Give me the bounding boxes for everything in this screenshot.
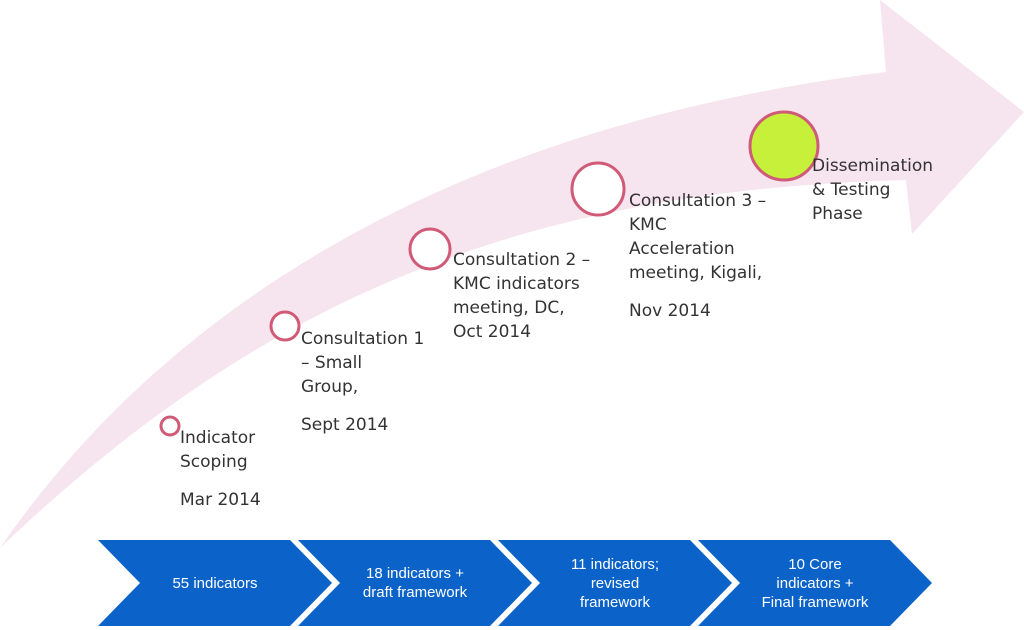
milestone-4-line1: Consultation 3 – xyxy=(629,191,767,211)
chevron-2-line1: 18 indicators + xyxy=(366,565,464,582)
milestone-label-1: Indicator Scoping Mar 2014 xyxy=(180,426,261,512)
milestone-5-line1: Dissemination xyxy=(812,156,934,176)
milestone-4-line2: KMC xyxy=(629,215,667,235)
chevron-1 xyxy=(98,540,332,626)
milestone-circle-1 xyxy=(159,415,181,437)
milestone-4-date: Nov 2014 xyxy=(629,301,711,321)
milestone-circle-3 xyxy=(408,227,452,271)
milestone-4-line3: Acceleration xyxy=(629,239,735,259)
milestone-3-date: Oct 2014 xyxy=(453,322,532,342)
chevron-3-line2: revised xyxy=(590,574,640,592)
chevron-4-line2: indicators + xyxy=(776,574,854,592)
chevron-4-text: 10 Core indicators + Final framework xyxy=(720,540,910,626)
milestone-2-line1: Consultation 1 xyxy=(301,329,425,349)
milestone-circle-4 xyxy=(570,161,626,217)
milestone-4-line4: meeting, Kigali, xyxy=(629,263,763,283)
chevron-3-line1: 11 indicators; xyxy=(570,555,660,573)
chevron-3-line3: framework xyxy=(579,593,650,611)
chevron-3-text: 11 indicators; revised framework xyxy=(520,540,710,626)
chevron-4-line1: 10 Core xyxy=(788,555,842,573)
milestone-label-2: Consultation 1 – Small Group, Sept 2014 xyxy=(301,327,424,437)
milestone-2-line2: – Small xyxy=(301,353,363,373)
milestone-1-line2: Scoping xyxy=(180,452,248,472)
milestone-3-line1: Consultation 2 – xyxy=(453,250,591,270)
milestone-2-line3: Group, xyxy=(301,377,359,397)
milestone-2-date: Sept 2014 xyxy=(301,415,389,435)
milestone-circle-2 xyxy=(269,310,301,342)
chevron-2-line2: draft framework xyxy=(362,584,468,601)
chevron-1-text: 55 indicators xyxy=(120,540,310,626)
chevron-2-text: 18 indicators + draft framework xyxy=(320,540,510,626)
chevron-2 xyxy=(298,540,532,626)
chevron-4 xyxy=(698,540,932,626)
milestone-3-line3: meeting, DC, xyxy=(453,298,565,318)
milestone-1-date: Mar 2014 xyxy=(180,490,261,510)
chevron-3 xyxy=(498,540,732,626)
milestone-label-3: Consultation 2 – KMC indicators meeting,… xyxy=(453,248,590,344)
milestone-label-4: Consultation 3 – KMC Acceleration meetin… xyxy=(629,189,766,323)
milestone-1-line1: Indicator xyxy=(180,428,256,448)
milestone-circle-5-active xyxy=(748,110,820,182)
milestone-5-line2: & Testing xyxy=(812,180,891,200)
chevron-1-line1: 55 indicators xyxy=(172,574,258,592)
milestone-5-line3: Phase xyxy=(812,204,863,224)
milestone-label-5: Dissemination & Testing Phase xyxy=(812,154,933,226)
chevron-4-line3: Final framework xyxy=(761,593,869,611)
milestone-3-line2: KMC indicators xyxy=(453,274,580,294)
